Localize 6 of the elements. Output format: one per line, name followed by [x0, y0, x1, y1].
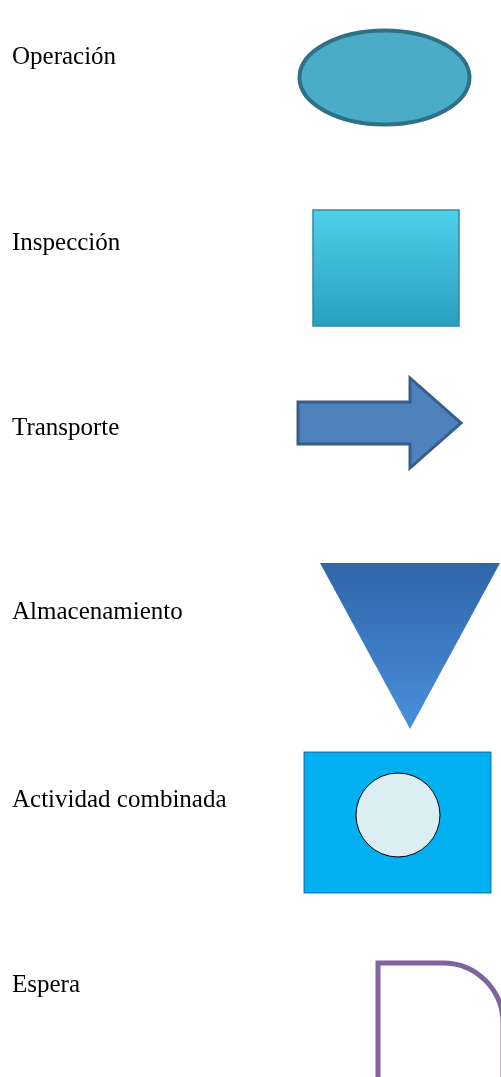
legend-label: Espera — [12, 970, 81, 998]
legend-label: Transporte — [12, 413, 120, 441]
legend-label: Inspección — [12, 228, 121, 256]
legend-label: Almacenamiento — [12, 597, 183, 625]
legend-label: Operación — [12, 42, 117, 70]
legend-label: Actividad combinada — [12, 785, 227, 813]
